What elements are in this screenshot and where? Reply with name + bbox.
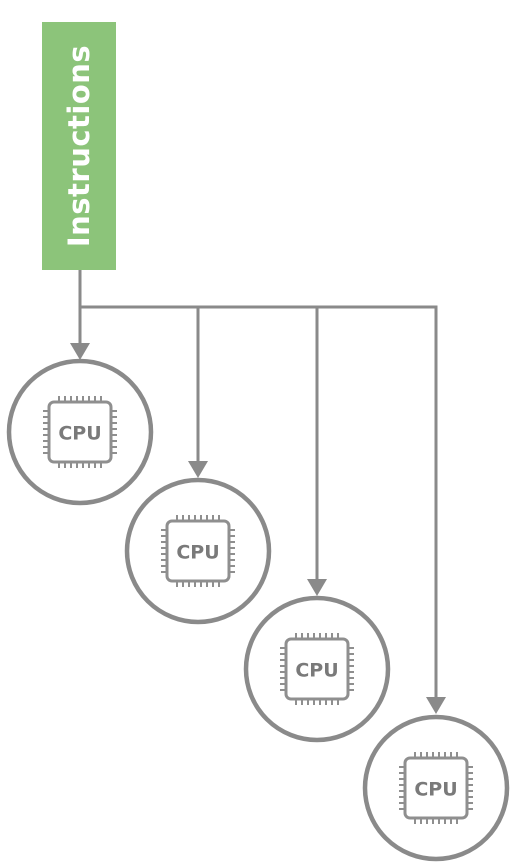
cpu-label-4: CPU bbox=[414, 778, 458, 801]
chip-body bbox=[284, 637, 350, 701]
cpu-label-2: CPU bbox=[176, 541, 220, 564]
cpu-node-4 bbox=[362, 714, 510, 862]
cpu-label-3: CPU bbox=[295, 659, 339, 682]
instructions-box: Instructions bbox=[42, 22, 116, 270]
chip-icon bbox=[280, 633, 354, 705]
chip-body bbox=[47, 400, 113, 464]
cpu-label-1: CPU bbox=[58, 422, 102, 445]
chip-icon bbox=[43, 396, 117, 468]
cpu-node-3 bbox=[243, 595, 391, 743]
arrow-head-1 bbox=[70, 343, 90, 360]
cpu-node-1 bbox=[6, 358, 154, 506]
chip-body bbox=[165, 519, 231, 583]
cpu-node-2 bbox=[124, 477, 272, 625]
instructions-label: Instructions bbox=[62, 44, 96, 248]
arrow-head-2 bbox=[188, 461, 208, 478]
arrow-head-3 bbox=[307, 579, 327, 596]
chip-icon bbox=[399, 752, 473, 824]
arrow-head-4 bbox=[426, 697, 446, 714]
chip-icon bbox=[161, 515, 235, 587]
chip-body bbox=[403, 756, 469, 820]
